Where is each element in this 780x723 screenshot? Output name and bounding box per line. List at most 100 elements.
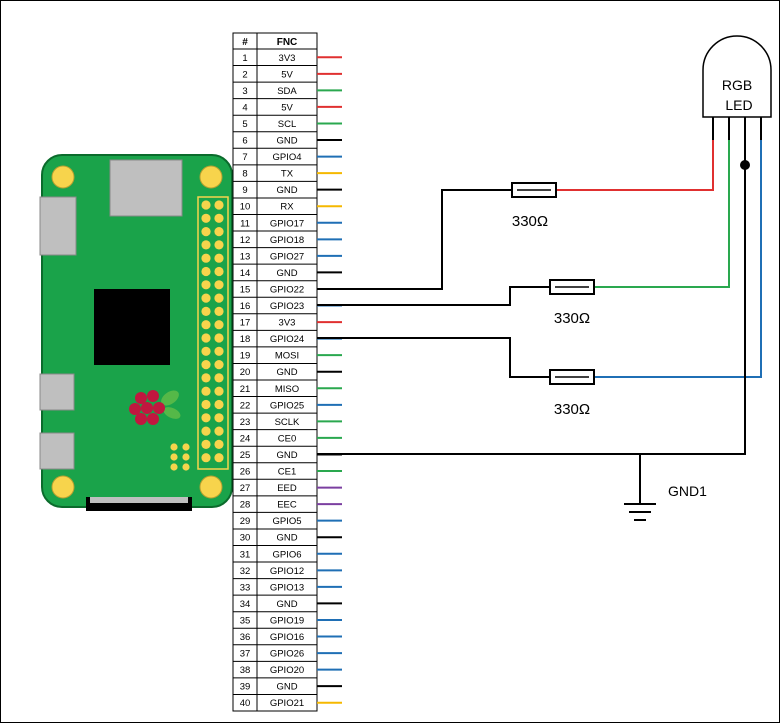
pin-number: 27	[240, 483, 251, 494]
pin-number: 25	[240, 450, 251, 461]
pin-function-label: GPIO16	[270, 632, 304, 643]
pin-function-label: EED	[277, 483, 297, 494]
pin-function-label: 3V3	[279, 53, 296, 64]
header-pin	[214, 373, 224, 383]
header-pin	[201, 386, 211, 396]
test-pad	[170, 453, 178, 461]
ground-label: GND1	[668, 483, 707, 499]
pin-number: 21	[240, 384, 251, 395]
pin-wire-stubs	[317, 56, 342, 704]
header-pin	[214, 266, 224, 277]
pin-number: 38	[240, 665, 251, 676]
pin-number: 13	[240, 251, 251, 262]
pin-number: 37	[240, 649, 251, 660]
mounting-hole-bottom-left	[51, 475, 75, 499]
sd-card-slot	[109, 159, 183, 217]
pin-function-label: CE0	[278, 433, 296, 444]
wire-resistor-2-to-led-green	[594, 138, 730, 288]
rgb-led-label-line2: LED	[725, 97, 752, 113]
header-pin	[214, 333, 224, 343]
header-pin	[201, 240, 211, 250]
header-pin	[214, 293, 224, 303]
resistor-3-label: 330Ω	[554, 401, 590, 418]
pin-number: 36	[240, 632, 251, 643]
pin-function-label: GPIO4	[272, 152, 301, 163]
pin-number: 30	[240, 533, 251, 544]
raspberry-logo-icon	[129, 390, 181, 425]
pin-number: 2	[242, 69, 247, 80]
pin-number: 4	[242, 102, 247, 113]
pin-number: 16	[240, 301, 251, 312]
gpio-header	[197, 196, 229, 470]
pin-function-label: GPIO25	[270, 400, 304, 411]
pin-function-label: SDA	[277, 86, 297, 97]
pin-number: 1	[242, 53, 247, 64]
pin-function-label: 5V	[281, 69, 293, 80]
header-pin	[214, 200, 224, 210]
header-pin	[214, 306, 224, 316]
pin-function-label: 3V3	[279, 318, 296, 329]
wire-gpio23-to-resistor-2	[317, 286, 550, 306]
pin-number: 22	[240, 400, 251, 411]
test-pad	[182, 443, 190, 451]
header-pin	[201, 266, 211, 277]
test-pads	[170, 443, 190, 471]
raspberry-pi-zero-board	[39, 154, 233, 511]
header-pin	[201, 200, 211, 210]
pin-function-label: MOSI	[275, 351, 299, 362]
pin-function-label: GPIO21	[270, 698, 304, 709]
wires: GND1	[317, 138, 762, 521]
header-pin	[214, 320, 224, 330]
usb-port-1	[39, 373, 75, 411]
mounting-hole-top-left	[51, 165, 75, 189]
header-pin	[201, 426, 211, 436]
pin-number: 15	[240, 284, 251, 295]
pin-number: 35	[240, 615, 251, 626]
resistor-1: 330Ω	[511, 182, 557, 230]
pin-function-label: GPIO18	[270, 235, 304, 246]
test-pad	[170, 463, 178, 471]
pin-number: 12	[240, 235, 251, 246]
pin-number: 20	[240, 367, 251, 378]
pin-function-label: RX	[280, 202, 294, 213]
pin-function-label: TX	[281, 169, 294, 180]
pin-function-label: SCL	[278, 119, 296, 130]
pin-table-header-number: #	[242, 37, 248, 48]
pin-function-label: GPIO13	[270, 582, 304, 593]
pin-number: 26	[240, 467, 251, 478]
pin-function-label: EEC	[277, 500, 297, 511]
pin-function-label: GND	[276, 682, 297, 693]
pin-function-label: GPIO27	[270, 251, 304, 262]
test-pad	[170, 443, 178, 451]
pin-number: 6	[242, 136, 247, 147]
pin-function-label: GND	[276, 367, 297, 378]
header-pin	[201, 227, 211, 237]
header-pin	[201, 293, 211, 303]
header-pin	[201, 373, 211, 383]
wire-resistor-1-to-led-red	[556, 138, 714, 191]
rgb-led-label-line1: RGB	[722, 77, 752, 93]
header-pin	[201, 453, 211, 463]
pin-number: 29	[240, 516, 251, 527]
rgb-led: RGB LED	[702, 35, 772, 140]
pin-number: 18	[240, 334, 251, 345]
pin-function-label: 5V	[281, 102, 293, 113]
pin-function-label: GPIO24	[270, 334, 304, 345]
mounting-hole-bottom-right	[199, 475, 223, 499]
header-pin	[201, 280, 211, 290]
gpio-header-pins	[201, 200, 224, 463]
header-pin	[214, 399, 224, 410]
pin-function-label: GPIO12	[270, 566, 304, 577]
pin-number: 17	[240, 318, 251, 329]
header-pin	[214, 227, 224, 237]
soc-chip	[94, 289, 170, 365]
resistor-3: 330Ω	[549, 369, 595, 418]
pin-function-label: GPIO26	[270, 649, 304, 660]
pin-number: 33	[240, 582, 251, 593]
pin-number: 8	[242, 169, 247, 180]
pin-number: 31	[240, 549, 251, 560]
header-pin	[214, 213, 224, 223]
ground-symbol-icon	[624, 503, 656, 521]
